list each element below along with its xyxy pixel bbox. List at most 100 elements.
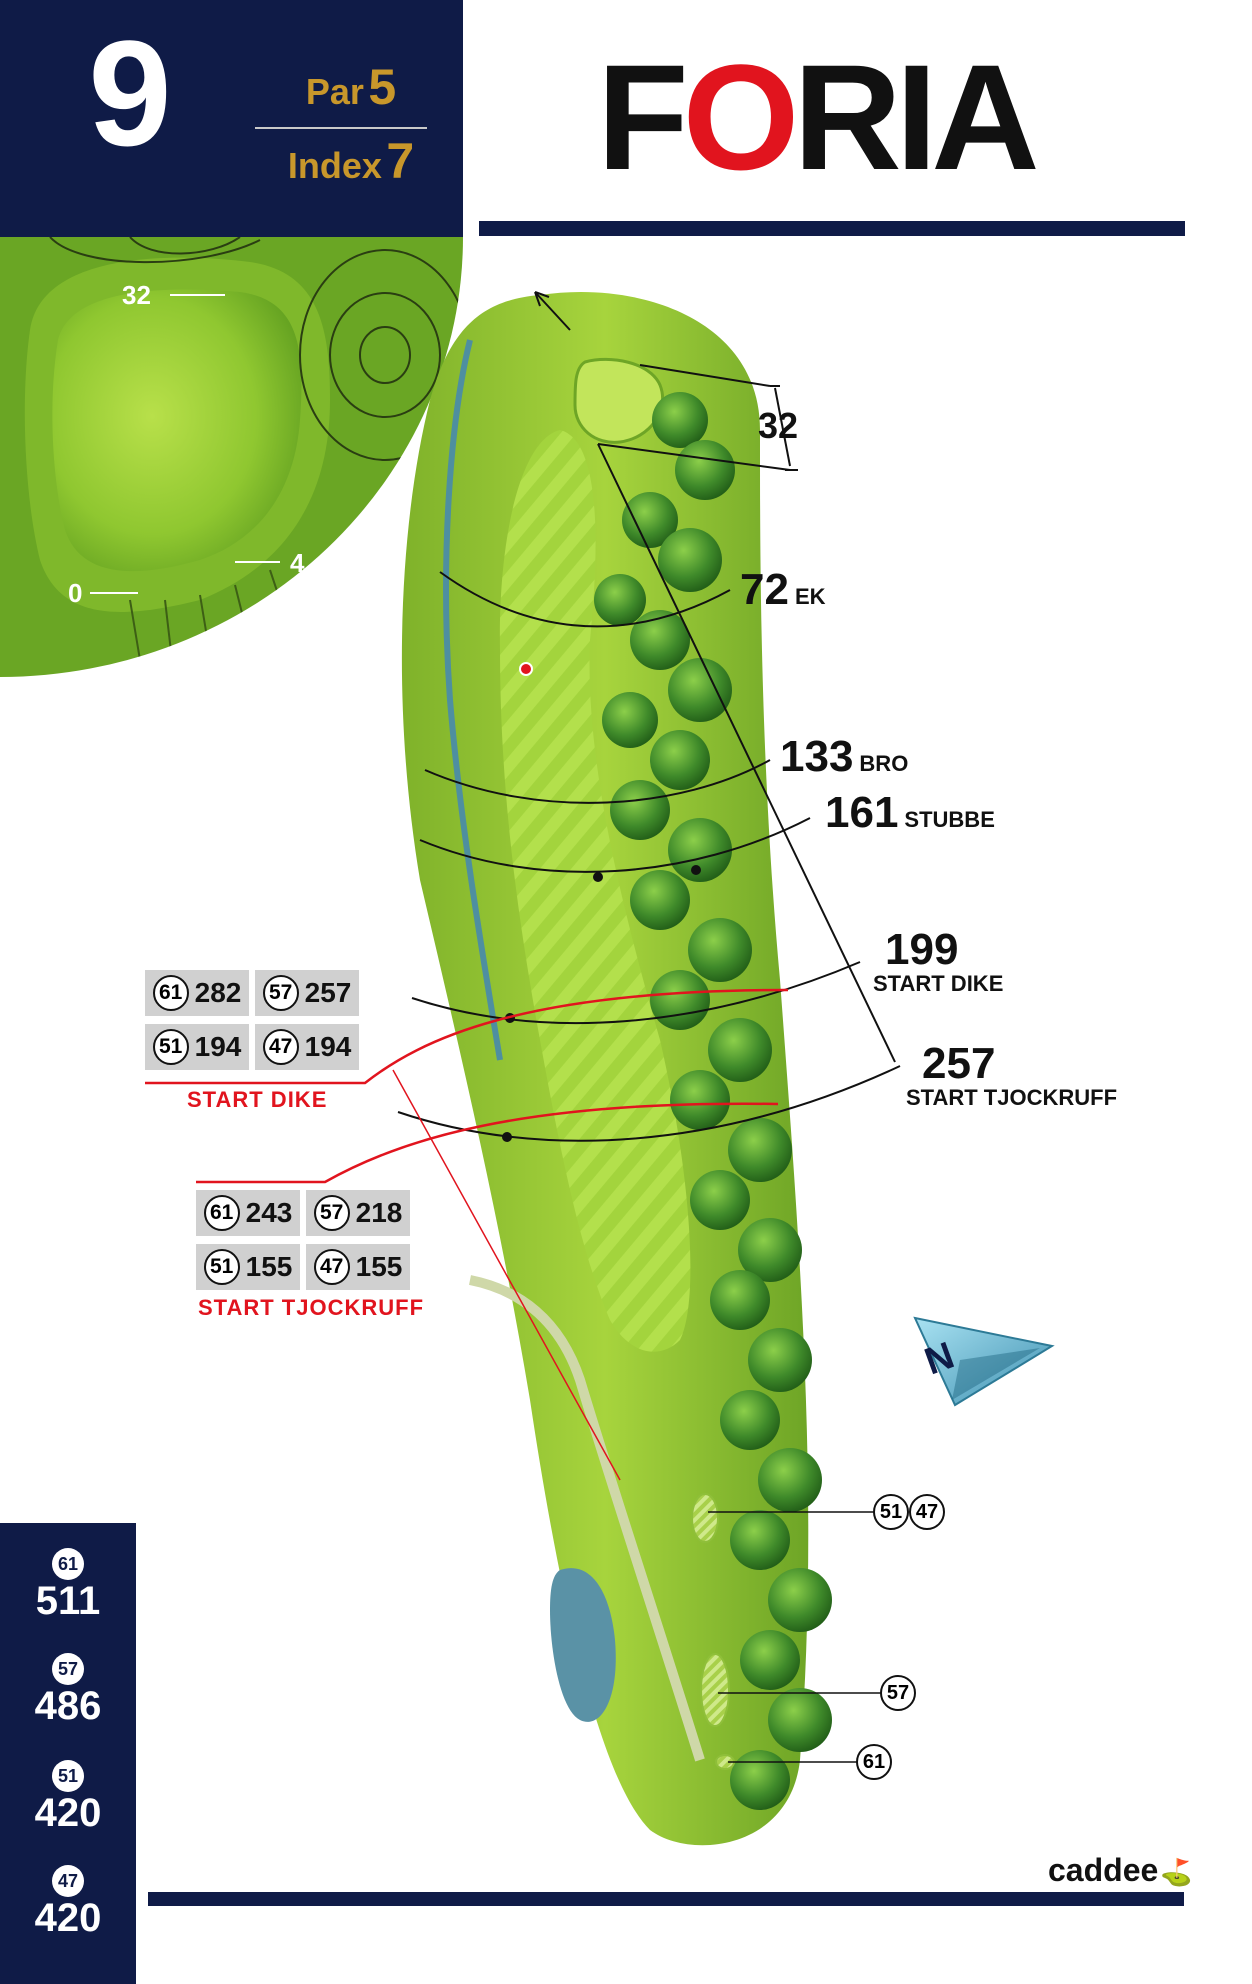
tee-id: 61 [152,975,189,1011]
tee-length-row: 51 420 [0,1760,136,1834]
distance-label: EK [794,584,826,609]
tee-distance: 194 [194,1031,242,1062]
golfer-icon: ⛳ [1160,1857,1193,1887]
compass [913,1316,1055,1407]
header-rule [479,221,1185,236]
tee-distance-cell: 47 155 [306,1244,410,1290]
tee-id: 61 [856,1744,892,1780]
tee-length: 420 [34,1791,102,1835]
tee-id: 61 [203,1195,240,1231]
logo-letter-o: O [682,33,800,201]
green-depth-label: 32 [758,405,799,446]
fairway [499,430,691,1352]
direction-arrow-icon [534,291,571,331]
hole-header [0,0,463,237]
tee-length-row: 61 511 [0,1548,136,1622]
tee-id: 57 [313,1195,350,1231]
header-divider [255,127,427,129]
club-logo: FORIA [597,42,1040,192]
tee-length: 420 [34,1896,102,1940]
tee-length: 511 [35,1579,101,1623]
tee-distance: 155 [355,1251,403,1282]
par-info: Par 5 [262,62,440,112]
distance-label: STUBBE [904,807,995,832]
index-value: 7 [386,133,415,189]
brand-text: caddee [1048,1852,1159,1888]
tee-reference-lines [145,988,789,1481]
tee-id: 47 [262,1029,299,1065]
tree-line [594,392,832,1810]
distance-label: BRO [859,751,909,776]
distance-value: 161 [825,788,899,837]
tee-distance-cell: 47 194 [255,1024,359,1070]
green-detail [0,237,463,677]
distance-value: 133 [780,732,854,781]
tee-distance-cell: 57 257 [255,970,359,1016]
distance-value: 257 [922,1039,996,1088]
tee-distance: 243 [245,1197,293,1228]
index-info: Index 7 [262,136,440,186]
tee-id: 57 [262,975,299,1011]
hole-number: 9 [88,9,172,177]
distance-value: 199 [885,925,959,974]
green [573,357,665,444]
green-detail-right-label: 4 [290,548,305,578]
tee-distance: 194 [304,1031,352,1062]
tee-table-label-start-tjockruff: START TJOCKRUFF [198,1295,425,1320]
footer-rule [148,1892,1184,1906]
bunker [691,1493,719,1543]
tee-distance: 282 [194,977,242,1008]
par-label: Par [305,71,364,112]
tee-id: 51 [873,1494,909,1530]
tee-id: 47 [313,1249,350,1285]
logo-letters-ria: RIA [793,33,1039,201]
pin-position [519,662,533,676]
tee-id: 51 [52,1760,84,1792]
distance-label: START TJOCKRUFF [906,1085,1118,1110]
tee-lengths-sidebar [0,1523,136,1984]
tee-marker-57: 57 [880,1675,916,1711]
tee-distance: 218 [355,1197,403,1228]
tee-id: 61 [52,1548,84,1580]
bunker [700,1653,730,1727]
tee-distance-cell: 61 282 [145,970,249,1016]
green-detail-left-label: 0 [68,578,83,608]
tee-distance-cell: 57 218 [306,1190,410,1236]
green-detail-top-label: 32 [122,280,151,310]
tee-id: 51 [152,1029,189,1065]
par-value: 5 [368,59,397,115]
tee-marker-61: 61 [856,1744,892,1780]
tee-distance: 257 [304,977,352,1008]
tee-marker-51-47: 51 47 [873,1494,945,1530]
tee-id: 57 [880,1675,916,1711]
green-depth-bracket [597,364,798,471]
distance-label: START DIKE [873,971,1004,996]
distance-arcs [397,443,901,1142]
tee-marker-lines [708,1511,882,1763]
pond [550,1568,616,1722]
creek [443,339,503,1061]
tee-id: 57 [52,1653,84,1685]
tee-table-label-start-dike: START DIKE [187,1087,328,1112]
logo-letter-f: F [597,33,689,201]
distance-value: 72 [740,565,789,614]
caddee-brand: caddee⛳ [1048,1852,1193,1889]
tee-length-row: 47 420 [0,1865,136,1939]
tee-length-row: 57 486 [0,1653,136,1727]
tee-length: 486 [34,1684,102,1728]
tee-id: 51 [203,1249,240,1285]
tee-distance: 155 [245,1251,293,1282]
tee-distance-cell: 51 194 [145,1024,249,1070]
tee-id: 47 [909,1494,945,1530]
tee-distance-cell: 61 243 [196,1190,300,1236]
cart-path [469,1275,705,1762]
tee-distance-cell: 51 155 [196,1244,300,1290]
index-label: Index [287,145,382,186]
tee-id: 47 [52,1865,84,1897]
